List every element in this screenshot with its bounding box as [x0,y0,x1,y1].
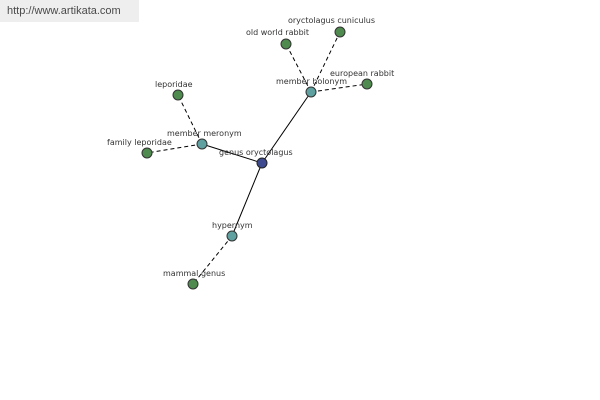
label-hypernym: hypernym [212,221,253,230]
edge-holonym-old-world-rabbit [285,43,312,93]
edge-meronym-family-leporidae [146,143,203,154]
node-member-holonym[interactable] [305,86,317,98]
edge-center-hypernym [231,162,263,237]
label-oryctolagus-cuniculus: oryctolagus cuniculus [288,16,375,25]
label-mammal-genus: mammal genus [163,269,225,278]
edge-center-member-meronym [201,143,263,164]
edge-meronym-leporidae [177,94,203,145]
node-hypernym[interactable] [226,230,238,242]
node-family-leporidae[interactable] [141,147,153,159]
node-mammal-genus[interactable] [187,278,199,290]
node-european-rabbit[interactable] [361,78,373,90]
edge-holonym-european-rabbit [310,83,368,93]
label-member-holonym: member holonym [276,77,347,86]
edge-center-member-holonym [261,91,312,164]
label-european-rabbit: european rabbit [330,69,394,78]
node-genus-oryctolagus[interactable] [256,157,268,169]
node-leporidae[interactable] [172,89,184,101]
edge-hypernym-mammal-genus [192,235,233,285]
source-url[interactable]: http://www.artikata.com [0,0,139,22]
node-old-world-rabbit[interactable] [280,38,292,50]
label-old-world-rabbit: old world rabbit [246,28,309,37]
node-oryctolagus-cuniculus[interactable] [334,26,346,38]
label-genus-oryctolagus: genus oryctolagus [219,148,293,157]
node-member-meronym[interactable] [196,138,208,150]
label-leporidae: leporidae [155,80,193,89]
label-family-leporidae: family leporidae [107,138,172,147]
label-member-meronym: member meronym [167,129,242,138]
